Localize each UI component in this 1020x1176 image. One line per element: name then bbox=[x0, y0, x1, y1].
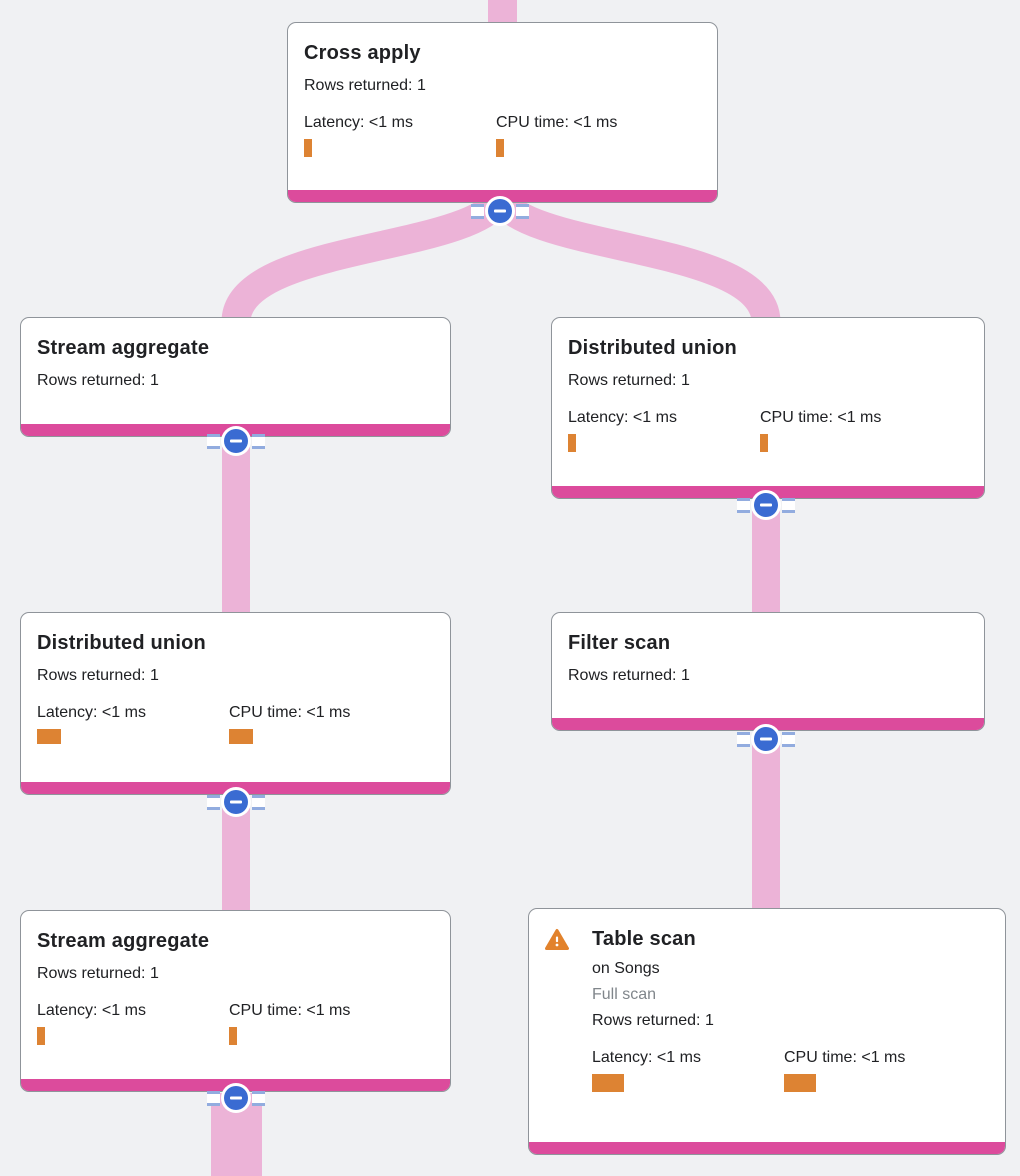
cpu-time-metric: CPU time: <1 ms bbox=[229, 701, 350, 744]
collapse-rail-right bbox=[252, 433, 265, 449]
collapse-rail-left bbox=[737, 497, 750, 513]
cpu-time-bar bbox=[229, 729, 253, 744]
node-title: Cross apply bbox=[304, 42, 421, 64]
node-title: Distributed union bbox=[568, 337, 737, 359]
scan-target: on Songs bbox=[592, 960, 660, 977]
collapse-rail-right bbox=[252, 794, 265, 810]
rows-returned: Rows returned: 1 bbox=[568, 372, 690, 389]
cpu-time-metric: CPU time: <1 ms bbox=[760, 406, 881, 452]
rows-returned: Rows returned: 1 bbox=[37, 372, 159, 389]
node-title: Stream aggregate bbox=[37, 337, 210, 359]
edge-cross-apply-to-stream-aggregate bbox=[221, 189, 513, 325]
cpu-time-label: CPU time: <1 ms bbox=[760, 409, 882, 426]
latency-label: Latency: <1 ms bbox=[37, 1002, 146, 1019]
latency-bar bbox=[304, 139, 312, 157]
latency-label: Latency: <1 ms bbox=[37, 704, 146, 721]
latency-metric: Latency: <1 ms bbox=[37, 999, 229, 1045]
collapse-button-stream-aggregate-2[interactable] bbox=[207, 1083, 265, 1113]
rows-returned: Rows returned: 1 bbox=[37, 965, 159, 982]
cpu-time-metric: CPU time: <1 ms bbox=[784, 1046, 905, 1092]
edge-stream-aggregate-to-distributed-union bbox=[222, 432, 250, 616]
latency-label: Latency: <1 ms bbox=[304, 114, 413, 131]
latency-metric: Latency: <1 ms bbox=[37, 701, 229, 744]
collapse-rail-right bbox=[252, 1090, 265, 1106]
cpu-time-label: CPU time: <1 ms bbox=[229, 1002, 351, 1019]
cpu-time-metric: CPU time: <1 ms bbox=[229, 999, 350, 1045]
cpu-time-label: CPU time: <1 ms bbox=[496, 114, 618, 131]
collapse-rail-right bbox=[782, 497, 795, 513]
cpu-time-bar bbox=[760, 434, 768, 452]
plan-node-table-scan[interactable]: Table scan on Songs Full scan Rows retur… bbox=[528, 908, 1006, 1155]
latency-metric: Latency: <1 ms bbox=[592, 1046, 784, 1092]
node-metrics: Latency: <1 ms CPU time: <1 ms bbox=[37, 701, 434, 744]
edge-parent-to-cross-apply bbox=[488, 0, 517, 25]
node-metrics: Latency: <1 ms CPU time: <1 ms bbox=[568, 406, 968, 452]
latency-label: Latency: <1 ms bbox=[592, 1049, 701, 1066]
latency-label: Latency: <1 ms bbox=[568, 409, 677, 426]
latency-bar bbox=[37, 1027, 45, 1045]
cpu-time-label: CPU time: <1 ms bbox=[784, 1049, 906, 1066]
node-metrics: Latency: <1 ms CPU time: <1 ms bbox=[304, 111, 701, 157]
latency-metric: Latency: <1 ms bbox=[568, 406, 760, 452]
collapse-button-cross-apply[interactable] bbox=[471, 196, 529, 226]
minus-icon bbox=[221, 787, 251, 817]
warning-icon bbox=[545, 929, 569, 950]
collapse-rail-right bbox=[516, 203, 529, 219]
latency-bar bbox=[37, 729, 61, 744]
minus-icon bbox=[485, 196, 515, 226]
rows-returned: Rows returned: 1 bbox=[568, 667, 690, 684]
minus-icon bbox=[221, 1083, 251, 1113]
collapse-button-distributed-union-1[interactable] bbox=[737, 490, 795, 520]
collapse-button-stream-aggregate-1[interactable] bbox=[207, 426, 265, 456]
rows-returned: Rows returned: 1 bbox=[304, 77, 426, 94]
collapse-button-filter-scan[interactable] bbox=[737, 724, 795, 754]
latency-bar bbox=[592, 1074, 624, 1092]
minus-icon bbox=[221, 426, 251, 456]
collapse-button-distributed-union-2[interactable] bbox=[207, 787, 265, 817]
collapse-rail-left bbox=[737, 731, 750, 747]
node-accent-bar bbox=[529, 1142, 1005, 1154]
minus-icon bbox=[751, 724, 781, 754]
node-metrics: Latency: <1 ms CPU time: <1 ms bbox=[592, 1046, 989, 1092]
cpu-time-bar bbox=[496, 139, 504, 157]
edge-cross-apply-to-distributed-union bbox=[487, 189, 781, 325]
minus-icon bbox=[751, 490, 781, 520]
collapse-rail-right bbox=[782, 731, 795, 747]
plan-node-distributed-union-2[interactable]: Distributed union Rows returned: 1 Laten… bbox=[20, 612, 451, 795]
collapse-rail-left bbox=[207, 1090, 220, 1106]
cpu-time-metric: CPU time: <1 ms bbox=[496, 111, 617, 157]
plan-node-filter-scan[interactable]: Filter scan Rows returned: 1 bbox=[551, 612, 985, 731]
plan-node-stream-aggregate-2[interactable]: Stream aggregate Rows returned: 1 Latenc… bbox=[20, 910, 451, 1092]
rows-returned: Rows returned: 1 bbox=[37, 667, 159, 684]
plan-node-stream-aggregate-1[interactable]: Stream aggregate Rows returned: 1 bbox=[20, 317, 451, 437]
latency-bar bbox=[568, 434, 576, 452]
scan-type: Full scan bbox=[592, 986, 657, 1003]
node-title: Filter scan bbox=[568, 632, 671, 654]
collapse-rail-left bbox=[207, 433, 220, 449]
node-title: Table scan bbox=[592, 928, 696, 950]
node-metrics: Latency: <1 ms CPU time: <1 ms bbox=[37, 999, 434, 1045]
node-title: Stream aggregate bbox=[37, 930, 210, 952]
latency-metric: Latency: <1 ms bbox=[304, 111, 496, 157]
node-header: Table scan bbox=[545, 926, 989, 956]
plan-node-distributed-union-1[interactable]: Distributed union Rows returned: 1 Laten… bbox=[551, 317, 985, 499]
collapse-rail-left bbox=[207, 794, 220, 810]
plan-node-cross-apply[interactable]: Cross apply Rows returned: 1 Latency: <1… bbox=[287, 22, 718, 203]
cpu-time-bar bbox=[229, 1027, 237, 1045]
rows-returned: Rows returned: 1 bbox=[592, 1012, 714, 1029]
node-title: Distributed union bbox=[37, 632, 206, 654]
node-details: on Songs Full scan Rows returned: 1 Late… bbox=[592, 956, 989, 1092]
cpu-time-label: CPU time: <1 ms bbox=[229, 704, 351, 721]
edge-filter-scan-to-table-scan bbox=[752, 734, 780, 912]
collapse-rail-left bbox=[471, 203, 484, 219]
cpu-time-bar bbox=[784, 1074, 816, 1092]
